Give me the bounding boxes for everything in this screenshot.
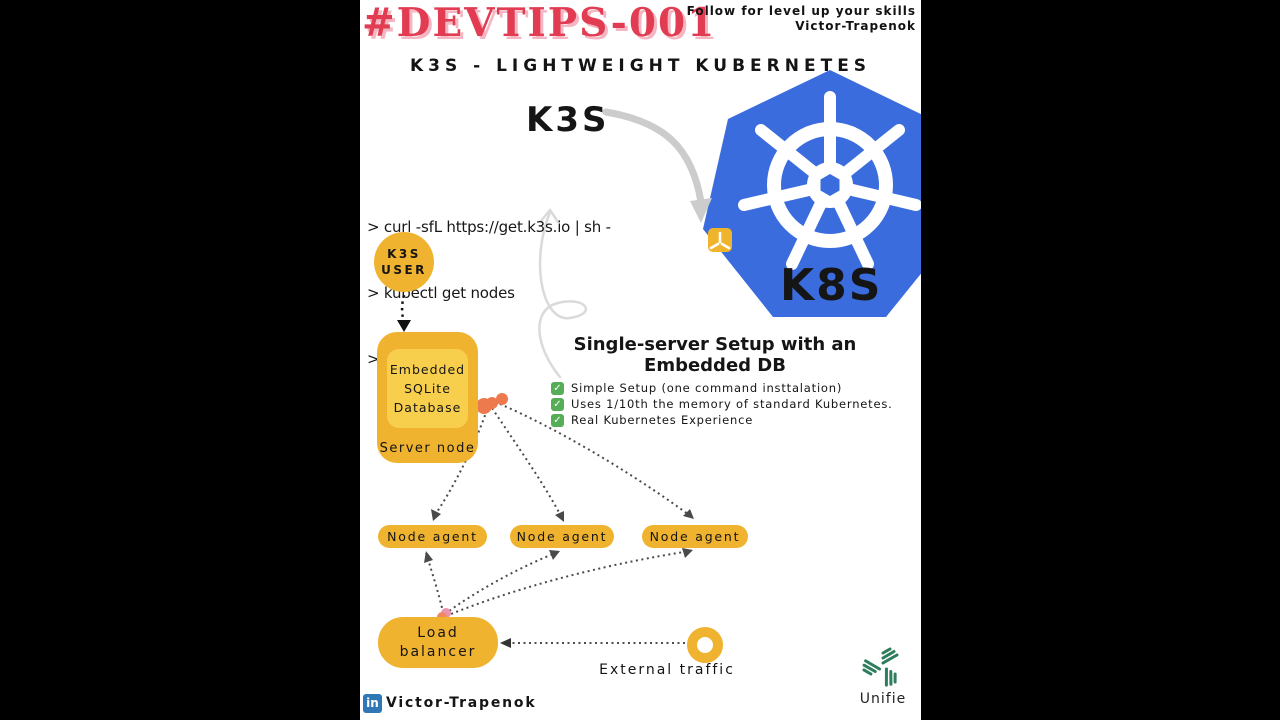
db-line2: SQLite [404,381,451,396]
k8s-label: K8S [780,260,883,311]
checklist-label-3: Real Kubernetes Experience [571,413,754,427]
devtips-title: #DEVTIPS-001 [362,0,717,46]
unifie-brand-label: Unifie [859,691,907,707]
node-agent-2: Node agent [510,525,614,548]
check-icon: ✓ [551,381,564,395]
follow-line1: Follow for level up your skills [686,4,916,18]
server-node-caption: Server node [379,441,476,456]
setup-heading-line1: Single-server Setup with an [573,334,857,355]
external-traffic-icon [687,627,723,663]
db-line1: Embedded [389,362,466,377]
infographic-canvas: #DEVTIPS-001 Follow for level up your sk… [360,0,921,720]
k3s-user-node: K3S USER [374,232,434,292]
db-line3: Database [393,400,462,415]
user-line2: USER [381,263,427,277]
setup-checklist: ✓ Simple Setup (one command insttalation… [551,381,893,429]
external-traffic-label: External traffic [599,662,735,678]
page-subtitle: K3S - LIGHTWEIGHT KUBERNETES [409,56,872,76]
arrows-lb-to-nodes [425,550,691,617]
arrow-external-to-lb [500,638,685,648]
setup-heading: Single-server Setup with an Embedded DB [545,334,885,376]
checklist-label-2: Uses 1/10th the memory of standard Kuber… [571,397,893,411]
lb-line2: balancer [399,643,477,660]
node-agent-3: Node agent [642,525,748,548]
k3s-icon [708,228,732,252]
k3s-label: K3S [526,100,610,140]
check-icon: ✓ [551,413,564,427]
lb-line1: Load [417,624,459,641]
linkedin-name: Victor-Trapenok [386,695,537,711]
setup-heading-line2: Embedded DB [644,355,786,376]
check-icon: ✓ [551,397,564,411]
linkedin-icon: in [363,694,382,713]
node-agent-1: Node agent [378,525,487,548]
arrowheads-server-to-nodes [431,509,694,522]
terminal-commands: > curl -sfL https://get.k3s.io | sh - > … [367,172,611,414]
follow-text: Follow for level up your skills Victor-T… [687,4,916,34]
server-node-box: Embedded SQLite Database Server node [377,332,478,463]
load-balancer-box: Load balancer [378,617,498,668]
checklist-item: ✓ Simple Setup (one command insttalation… [551,381,893,395]
follow-line2: Victor-Trapenok [795,19,916,33]
user-line1: K3S [387,247,421,261]
checklist-label-1: Simple Setup (one command insttalation) [571,381,843,395]
arrow-k3s-to-badge [602,108,712,223]
arrowheads-lb-to-nodes [424,548,693,563]
checklist-item: ✓ Uses 1/10th the memory of standard Kub… [551,397,893,411]
embedded-db-box: Embedded SQLite Database [387,349,468,428]
code-line-1: > curl -sfL https://get.k3s.io | sh - [367,218,611,236]
checklist-item: ✓ Real Kubernetes Experience [551,413,893,427]
unifie-logo-icon [862,647,899,687]
